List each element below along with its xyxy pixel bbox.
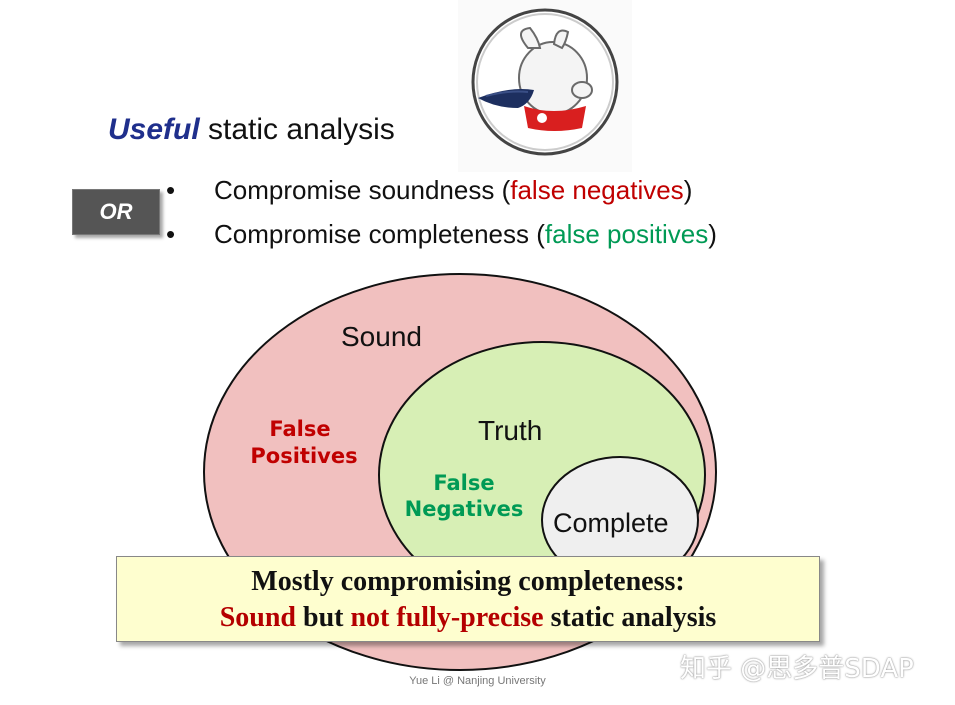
callout-box: Mostly compromising completeness: Sound … bbox=[116, 556, 820, 642]
bullet-soundness: • Compromise soundness (false negatives) bbox=[166, 175, 692, 206]
callout-line1: Mostly compromising completeness: bbox=[251, 566, 685, 597]
heading-emphasis: Useful bbox=[108, 113, 200, 146]
mascot-logo-icon bbox=[471, 8, 619, 156]
false-positives-line1: False bbox=[269, 417, 330, 441]
callout-sound: Sound bbox=[219, 602, 296, 633]
false-positives-line2: Positives bbox=[250, 444, 357, 468]
callout-not-fully-precise: not fully-precise bbox=[350, 602, 544, 633]
false-negatives-line2: Negatives bbox=[405, 497, 524, 521]
callout-static-analysis: static analysis bbox=[543, 602, 717, 633]
bullet-completeness: • Compromise completeness (false positive… bbox=[166, 219, 717, 250]
slide-heading: Useful static analysis bbox=[108, 113, 395, 147]
bullet-suffix: ) bbox=[708, 219, 717, 249]
bullet-dot: • bbox=[166, 175, 176, 205]
bullet-dot: • bbox=[166, 219, 176, 249]
bullet-highlight-false-negatives: false negatives bbox=[510, 175, 684, 205]
bullet-highlight-false-positives: false positives bbox=[544, 219, 709, 249]
mascot-logo bbox=[458, 0, 632, 172]
heading-rest: static analysis bbox=[199, 113, 395, 146]
slide-footer: Yue Li @ Nanjing University bbox=[409, 675, 546, 687]
callout-line2: Sound but not fully-precise static analy… bbox=[117, 602, 819, 634]
or-badge: OR bbox=[72, 189, 160, 235]
complete-label: Complete bbox=[553, 508, 669, 538]
sound-label: Sound bbox=[341, 321, 422, 352]
callout-but: but bbox=[296, 602, 351, 633]
truth-label: Truth bbox=[478, 415, 542, 446]
bullet-suffix: ) bbox=[683, 175, 693, 205]
bullet-prefix: Compromise soundness ( bbox=[214, 175, 511, 205]
bullet-prefix: Compromise completeness ( bbox=[214, 219, 545, 249]
false-negatives-line1: False bbox=[433, 471, 494, 495]
watermark: 知乎 @思多普SDAP bbox=[680, 654, 914, 684]
